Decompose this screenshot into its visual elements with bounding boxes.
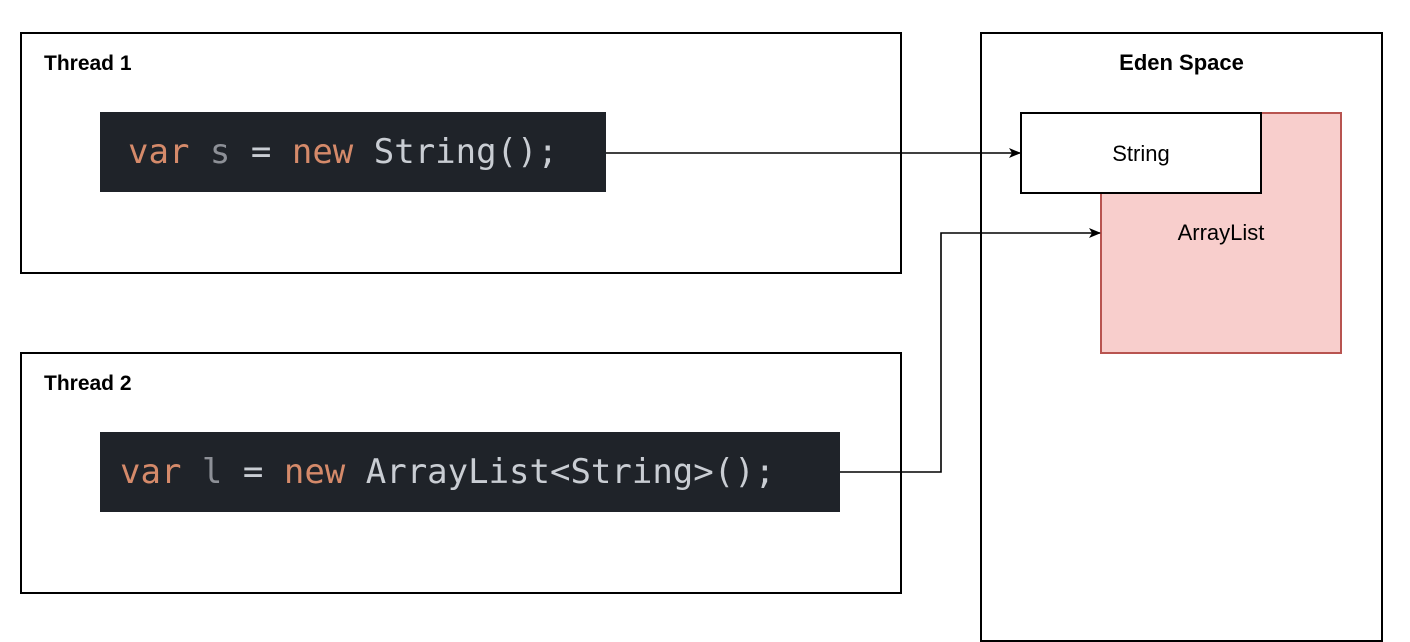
string-object: String	[1020, 112, 1262, 194]
thread-2-keyword-var: var	[120, 452, 182, 492]
thread-1-variable: s	[209, 132, 231, 172]
arrow-thread-2-to-arraylist	[840, 228, 1101, 473]
arraylist-object-label: ArrayList	[1177, 220, 1265, 245]
thread-1-keyword-new: new	[291, 132, 354, 172]
thread-2-equals: =	[242, 452, 264, 492]
thread-1-code-block: var s = new String();	[100, 112, 606, 192]
eden-space-title: Eden Space	[1119, 50, 1244, 75]
thread-1-label: Thread 1	[44, 52, 132, 75]
thread-1-keyword-var: var	[128, 132, 190, 172]
thread-2-code-block: var l = new ArrayList<String>();	[100, 432, 840, 512]
string-object-label: String	[1112, 141, 1170, 166]
thread-2-variable: l	[201, 452, 223, 492]
thread-2-label: Thread 2	[44, 372, 132, 395]
thread-1-equals: =	[250, 132, 272, 172]
thread-2-keyword-new: new	[283, 452, 346, 492]
thread-2-constructor: ArrayList<String>();	[365, 452, 776, 492]
reference-arrows	[606, 148, 1101, 473]
thread-1-constructor: String();	[373, 132, 558, 172]
